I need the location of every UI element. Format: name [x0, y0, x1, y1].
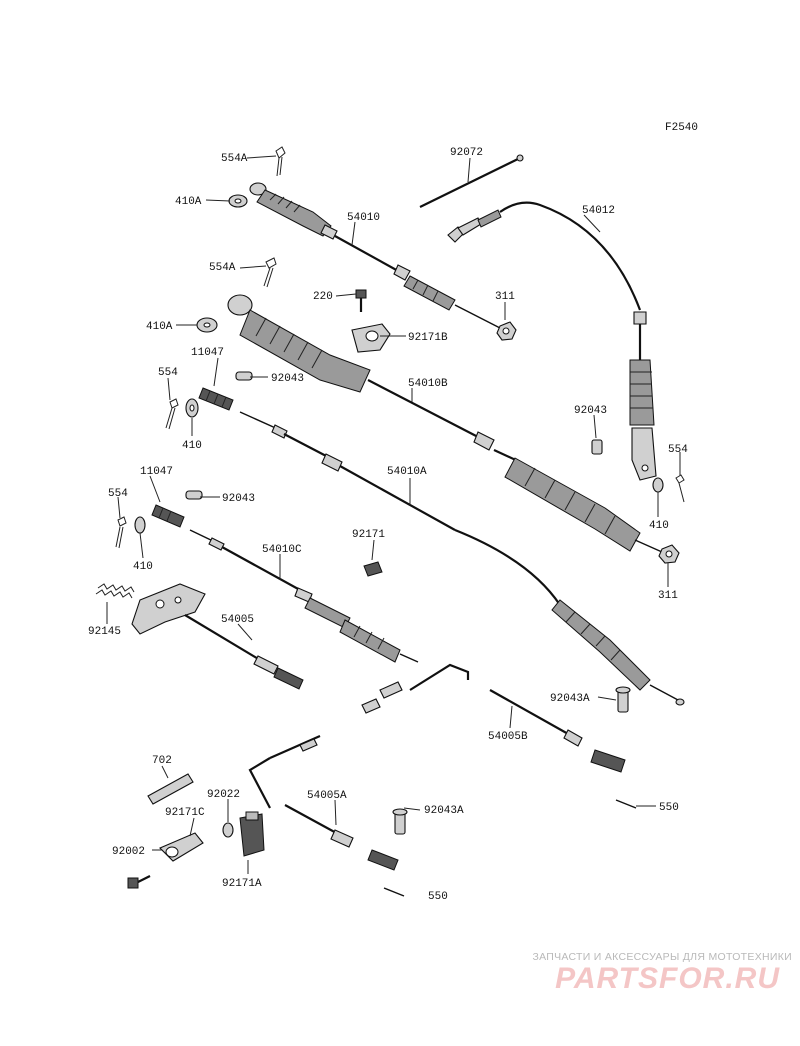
label-54012: 54012 — [582, 205, 615, 217]
label-410a: 410A — [175, 196, 202, 208]
label-11047-2: 11047 — [140, 466, 173, 478]
rod-92072 — [419, 154, 524, 208]
label-410-3: 410 — [133, 561, 153, 573]
figure-code: F2540 — [665, 122, 698, 134]
label-554-3: 554 — [108, 488, 128, 500]
cotter-pin-554-right — [675, 474, 685, 503]
label-54010a: 54010A — [387, 466, 427, 478]
pin-92043-right — [591, 439, 603, 455]
cable-54010 — [249, 182, 501, 329]
label-311: 311 — [495, 291, 515, 303]
label-92043: 92043 — [271, 373, 304, 385]
pin-92043a-lower — [392, 808, 408, 835]
label-92171a: 92171A — [222, 878, 262, 890]
label-410-2: 410 — [649, 520, 669, 532]
washer-410a-mid — [196, 317, 218, 333]
washer-410-lower-left — [134, 516, 146, 534]
bracket-92171a — [239, 811, 265, 857]
label-92145: 92145 — [88, 626, 121, 638]
cable-54012 — [447, 201, 657, 481]
pin-550-right — [615, 799, 637, 809]
label-54010c: 54010C — [262, 544, 302, 556]
label-702: 702 — [152, 755, 172, 767]
label-92043-2: 92043 — [574, 405, 607, 417]
pin-550-lower — [383, 887, 405, 897]
label-410: 410 — [182, 440, 202, 452]
label-92043a-2: 92043A — [424, 805, 464, 817]
label-54005a: 54005A — [307, 790, 347, 802]
label-92002: 92002 — [112, 846, 145, 858]
cable-54005b — [361, 663, 626, 773]
pin-92043a-right — [615, 686, 631, 713]
cotter-pin-554a-mid — [263, 257, 277, 288]
label-92022: 92022 — [207, 789, 240, 801]
clamp-92171c — [159, 832, 204, 862]
label-554: 554 — [158, 367, 178, 379]
holder-11047-upper — [198, 387, 234, 411]
label-550: 550 — [659, 802, 679, 814]
label-311-2: 311 — [658, 590, 678, 602]
label-11047: 11047 — [191, 347, 224, 359]
cable-54010c — [189, 529, 419, 663]
washer-410-left — [185, 398, 199, 418]
label-554-2: 554 — [668, 444, 688, 456]
holder-11047-lower — [151, 504, 185, 528]
label-54005b: 54005B — [488, 731, 528, 743]
cable-54005a — [248, 734, 399, 871]
lever-54005 — [131, 583, 304, 690]
washer-410-right — [652, 477, 664, 493]
nut-311-top — [496, 321, 517, 341]
bolt-92002 — [127, 875, 151, 889]
pipe-702 — [147, 773, 194, 805]
label-54010: 54010 — [347, 212, 380, 224]
label-92171: 92171 — [352, 529, 385, 541]
label-54005: 54005 — [221, 614, 254, 626]
label-92072: 92072 — [450, 147, 483, 159]
watermark-tagline: ЗАПЧАСТИ И АКСЕССУАРЫ ДЛЯ МОТОТЕХНИКИ — [532, 951, 792, 963]
bolt-220 — [355, 289, 367, 312]
label-92043-3: 92043 — [222, 493, 255, 505]
clip-92171 — [363, 561, 383, 577]
pin-92043-lower — [185, 490, 203, 500]
leader-lines — [106, 155, 681, 874]
cable-54010b — [227, 294, 663, 553]
label-554a: 554A — [221, 153, 248, 165]
cotter-pin-554-left — [165, 398, 179, 430]
clamp-92171b — [351, 323, 391, 353]
label-550-2: 550 — [428, 891, 448, 903]
label-220: 220 — [313, 291, 333, 303]
washer-92022 — [222, 822, 234, 838]
label-92171c: 92171C — [165, 807, 205, 819]
washer-410a-top — [228, 194, 248, 208]
label-92171b: 92171B — [408, 332, 448, 344]
pin-92043-upper — [235, 371, 253, 381]
spring-92145 — [95, 583, 135, 599]
nut-311-lower — [658, 544, 680, 564]
cotter-pin-554-lower-left — [115, 516, 127, 549]
label-92043a: 92043A — [550, 693, 590, 705]
label-410a-2: 410A — [146, 321, 173, 333]
label-54010b: 54010B — [408, 378, 448, 390]
watermark-logo: PARTSFOR.RU — [555, 962, 780, 995]
label-554a-2: 554A — [209, 262, 236, 274]
cable-54010a — [239, 411, 685, 706]
cotter-pin-554a-top — [275, 146, 286, 177]
